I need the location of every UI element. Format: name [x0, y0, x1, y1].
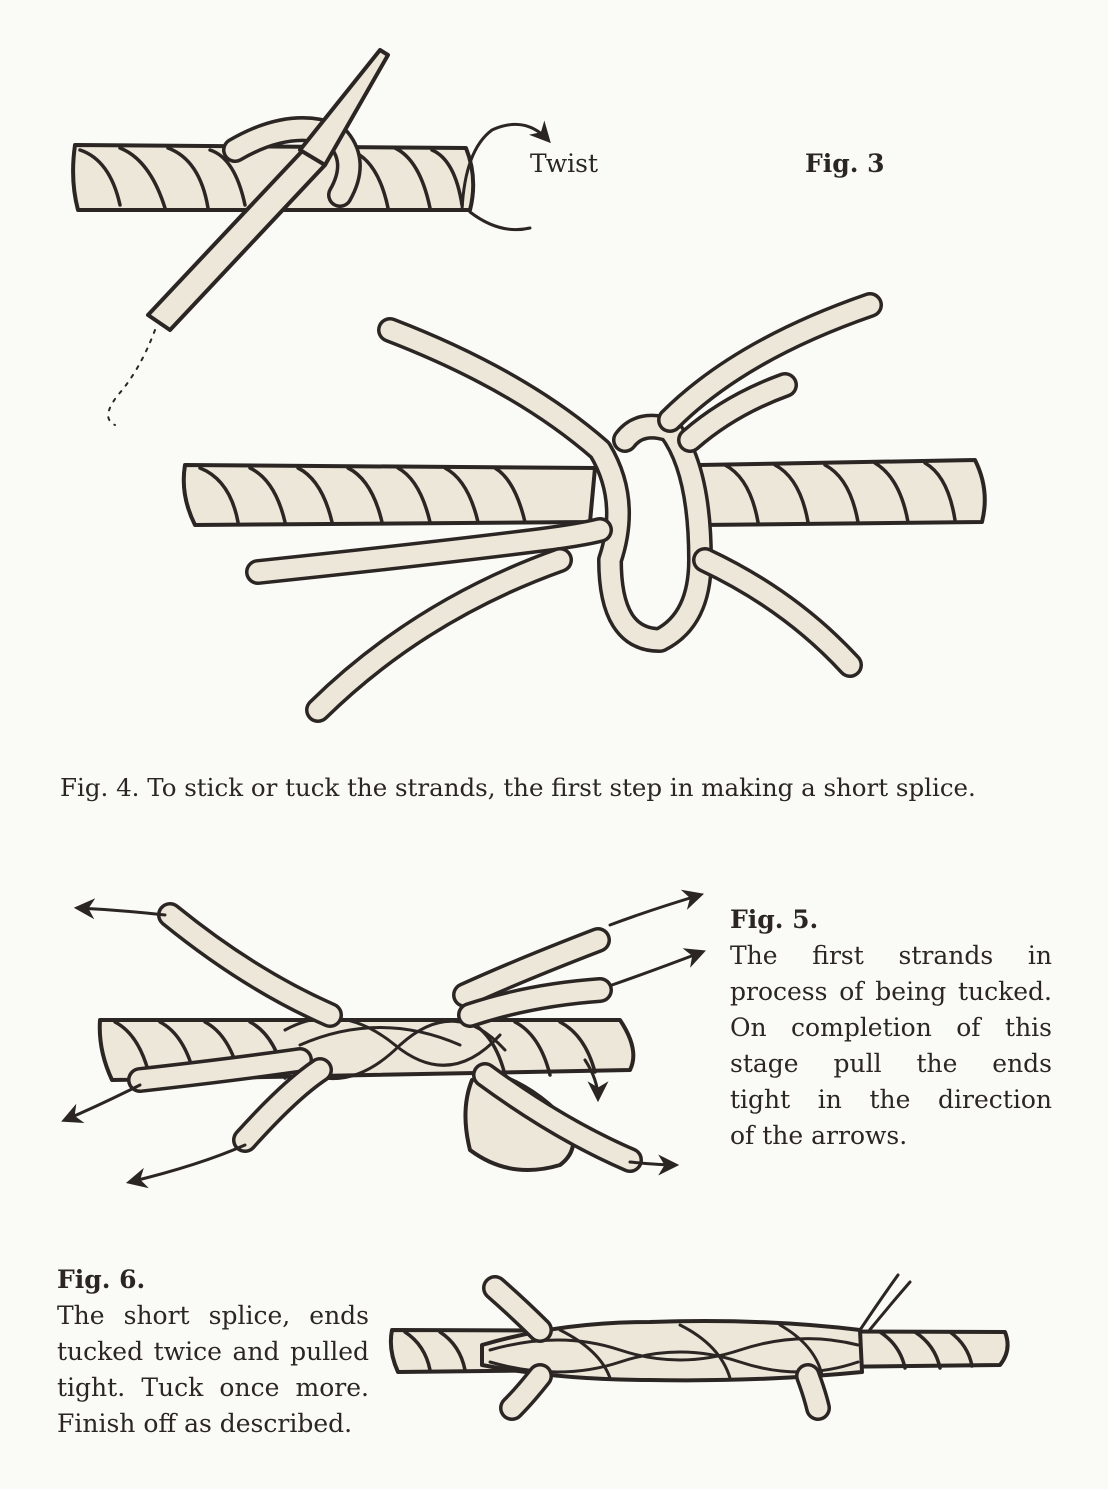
fig4-caption: Fig. 4. To stick or tuck the strands, th… [60, 773, 976, 802]
fig6-ends [482, 1273, 912, 1421]
fig6-rope [388, 1319, 1010, 1383]
fig4-drawing [181, 292, 987, 723]
fig5-line: tight in the direction [730, 1085, 1052, 1114]
fig6-drawing [388, 1273, 1010, 1421]
fig5-line: The first strands in [730, 941, 1052, 970]
twist-label: Twist [530, 149, 599, 178]
fig4-strands [245, 292, 883, 723]
fig5-arrows [61, 889, 706, 1189]
fig5-heading: Fig. 5. [730, 905, 819, 934]
fig6-heading: Fig. 6. [57, 1265, 146, 1294]
fig6-line: The short splice, ends [57, 1301, 369, 1330]
fig4-rope-left [181, 463, 597, 527]
fig6-line: tucked twice and pulled [57, 1337, 369, 1366]
fig6-text: Fig. 6. The short splice, ends tucked tw… [57, 1262, 369, 1442]
fig3-fid [107, 48, 390, 426]
fig3-drawing [71, 48, 551, 426]
fig5-text: Fig. 5. The first strands in process of … [730, 902, 1052, 1154]
fig5-line: On completion of this [730, 1013, 1052, 1042]
fig5-strands [127, 902, 643, 1173]
fig6-line: tight. Tuck once more. [57, 1373, 369, 1402]
fig5-line: process of being tucked. [730, 977, 1052, 1006]
twist-arrow [460, 120, 551, 232]
fig5-drawing [61, 889, 706, 1189]
fig4-rope-right [698, 458, 987, 527]
fig6-line: Finish off as described. [57, 1409, 353, 1438]
fig5-line: stage pull the ends [730, 1049, 1052, 1078]
fig3-caption: Fig. 3 [805, 149, 885, 178]
fig5-line: of the arrows. [730, 1121, 908, 1150]
